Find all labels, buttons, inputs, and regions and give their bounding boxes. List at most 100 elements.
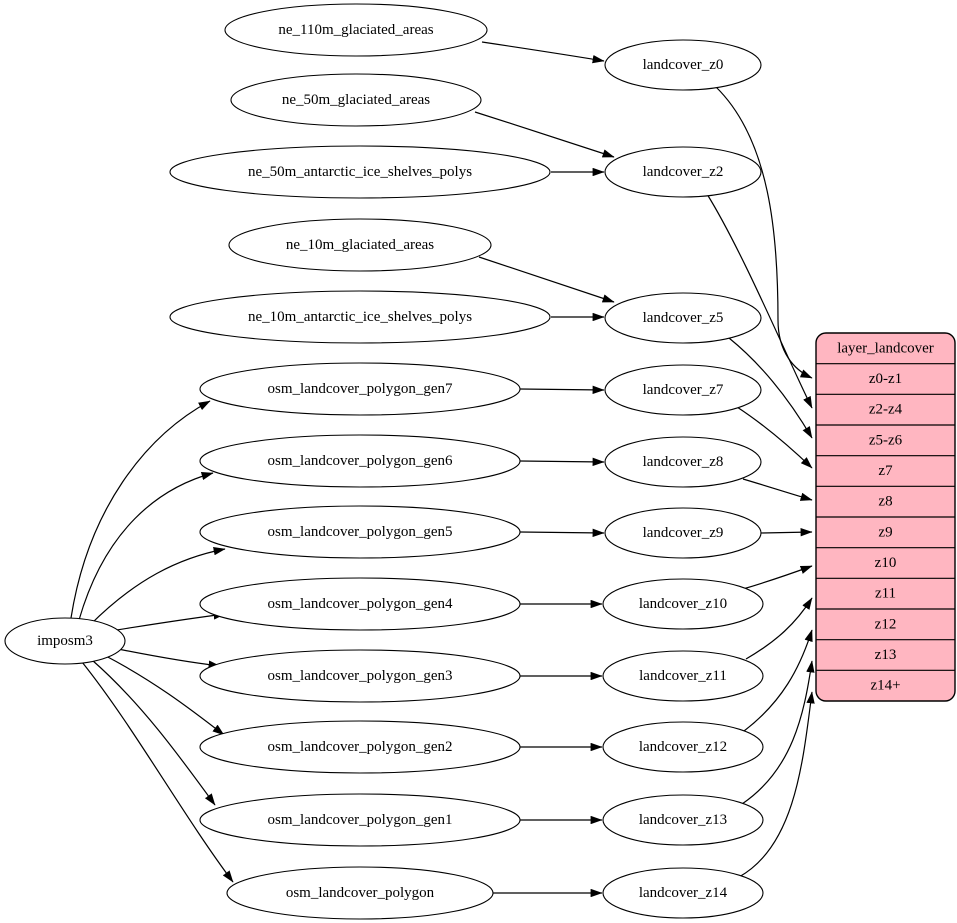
edge-imposm3-to-osm_landcover_polygon [81,661,234,883]
edge-landcover_z2-to-layer_landcover-z2-z4 [706,193,813,409]
edge-landcover_z8-to-layer_landcover-z8 [742,478,813,501]
node-label-landcover_z8: landcover_z8 [643,454,724,470]
node-label-osm_landcover_polygon_gen5: osm_landcover_polygon_gen5 [268,524,453,540]
node-ellipse-ne_10m_antarctic_ice_shelves_polys [169,290,551,344]
node-osm_landcover_polygon_gen2: osm_landcover_polygon_gen2 [199,720,521,774]
node-label-ne_110m_glaciated_areas: ne_110m_glaciated_areas [278,22,433,38]
edge-landcover_z10-to-layer_landcover-z10 [742,565,813,590]
edge-imposm3-to-osm_landcover_polygon_gen4 [109,611,226,632]
node-label-osm_landcover_polygon_gen7: osm_landcover_polygon_gen7 [268,381,453,397]
edge-landcover_z12-to-layer_landcover-z12 [743,629,813,732]
node-label-landcover_z12: landcover_z12 [639,739,727,755]
node-ellipse-ne_110m_glaciated_areas [224,3,488,57]
table-row-z5-z6: z5-z6 [869,432,903,448]
node-imposm3: imposm3 [4,617,126,665]
table-title: layer_landcover [837,340,934,356]
table-row-z12: z12 [875,616,897,632]
node-ellipse-landcover_z12 [602,721,764,773]
edge-imposm3-to-osm_landcover_polygon_gen5 [89,547,226,626]
node-label-ne_50m_antarctic_ice_shelves_polys: ne_50m_antarctic_ice_shelves_polys [248,164,472,180]
node-label-ne_10m_antarctic_ice_shelves_polys: ne_10m_antarctic_ice_shelves_polys [248,309,472,325]
node-label-landcover_z0: landcover_z0 [643,57,724,73]
edge-landcover_z0-to-layer_landcover-z0-z1 [715,86,813,379]
edge-landcover_z14-to-layer_landcover-z14+ [738,691,815,878]
node-label-landcover_z11: landcover_z11 [639,668,727,684]
node-label-landcover_z7: landcover_z7 [643,382,724,398]
node-ellipse-osm_landcover_polygon_gen2 [199,720,521,774]
edge-landcover_z9-to-layer_landcover-z9 [760,528,813,537]
node-label-landcover_z14: landcover_z14 [639,885,728,901]
node-ellipse-osm_landcover_polygon_gen1 [199,793,521,847]
node-label-osm_landcover_polygon_gen6: osm_landcover_polygon_gen6 [268,453,453,469]
edge-landcover_z5-to-layer_landcover-z5-z6 [728,337,813,439]
node-label-osm_landcover_polygon_gen2: osm_landcover_polygon_gen2 [268,739,453,755]
node-ellipse-osm_landcover_polygon_gen7 [199,362,521,416]
node-landcover_z13: landcover_z13 [602,794,764,846]
node-landcover_z8: landcover_z8 [604,436,762,488]
node-landcover_z0: landcover_z0 [604,39,762,91]
node-label-ne_50m_glaciated_areas: ne_50m_glaciated_areas [282,92,430,108]
table-row-z9: z9 [878,524,892,540]
node-label-osm_landcover_polygon_gen3: osm_landcover_polygon_gen3 [268,668,453,684]
node-label-imposm3: imposm3 [37,633,93,649]
node-label-landcover_z13: landcover_z13 [639,812,727,828]
node-label-landcover_z9: landcover_z9 [643,525,724,541]
node-ne_10m_glaciated_areas: ne_10m_glaciated_areas [228,218,492,272]
node-ne_50m_antarctic_ice_shelves_polys: ne_50m_antarctic_ice_shelves_polys [169,145,551,199]
node-landcover_z2: landcover_z2 [604,146,762,198]
node-landcover_z12: landcover_z12 [602,721,764,773]
node-ellipse-landcover_z5 [604,292,762,344]
node-landcover_z5: landcover_z5 [604,292,762,344]
edge-ne_10m_glaciated_areas-to-landcover_z5 [478,256,615,303]
node-ellipse-ne_10m_glaciated_areas [228,218,492,272]
edges-layer [70,41,815,898]
edge-imposm3-to-osm_landcover_polygon_gen7 [70,400,211,619]
node-ellipse-landcover_z11 [602,650,764,702]
node-landcover_z10: landcover_z10 [602,578,764,630]
node-landcover_z9: landcover_z9 [604,507,762,559]
node-ellipse-landcover_z2 [604,146,762,198]
node-ellipse-landcover_z10 [602,578,764,630]
edge-osm_landcover_polygon_gen6-to-landcover_z8 [519,457,605,467]
node-osm_landcover_polygon_gen3: osm_landcover_polygon_gen3 [199,649,521,703]
table-row-z10: z10 [875,555,897,571]
table-row-z0-z1: z0-z1 [869,371,902,387]
node-label-landcover_z10: landcover_z10 [639,596,727,612]
node-osm_landcover_polygon_gen4: osm_landcover_polygon_gen4 [199,577,521,631]
edge-imposm3-to-osm_landcover_polygon_gen3 [117,648,221,669]
node-label-osm_landcover_polygon_gen1: osm_landcover_polygon_gen1 [268,812,453,828]
node-ellipse-landcover_z14 [602,867,764,919]
node-ellipse-landcover_z0 [604,39,762,91]
node-ellipse-osm_landcover_polygon [226,866,494,920]
nodes-layer: imposm3 ne_110m_glaciated_areas ne_50m_gla… [4,3,764,920]
edge-ne_50m_glaciated_areas-to-landcover_z2 [474,111,615,158]
node-ellipse-landcover_z13 [602,794,764,846]
edge-landcover_z11-to-layer_landcover-z11 [745,597,813,660]
node-ne_110m_glaciated_areas: ne_110m_glaciated_areas [224,3,488,57]
edge-imposm3-to-osm_landcover_polygon_gen6 [78,471,214,621]
edge-osm_landcover_polygon_gen5-to-landcover_z9 [519,528,605,538]
table-row-z7: z7 [878,463,893,479]
table-row-z2-z4: z2-z4 [869,402,903,418]
node-ellipse-ne_50m_antarctic_ice_shelves_polys [169,145,551,199]
node-label-landcover_z5: landcover_z5 [643,310,724,326]
edge-landcover_z13-to-layer_landcover-z13 [741,660,815,805]
node-label-osm_landcover_polygon: osm_landcover_polygon [286,885,435,901]
edge-ne_110m_glaciated_areas-to-landcover_z0 [481,41,605,64]
table-row-z8: z8 [878,494,892,510]
node-label-landcover_z2: landcover_z2 [643,164,724,180]
edge-landcover_z7-to-layer_landcover-z7 [736,406,813,469]
node-landcover_z7: landcover_z7 [604,364,762,416]
table-row-z13: z13 [875,647,897,663]
node-osm_landcover_polygon_gen7: osm_landcover_polygon_gen7 [199,362,521,416]
node-ellipse-osm_landcover_polygon_gen5 [199,505,521,559]
node-ellipse-imposm3 [4,617,126,665]
node-ellipse-osm_landcover_polygon_gen3 [199,649,521,703]
node-landcover_z14: landcover_z14 [602,867,764,919]
node-ellipse-ne_50m_glaciated_areas [230,73,482,127]
node-osm_landcover_polygon_gen6: osm_landcover_polygon_gen6 [199,434,521,488]
node-ellipse-landcover_z7 [604,364,762,416]
node-ellipse-osm_landcover_polygon_gen4 [199,577,521,631]
